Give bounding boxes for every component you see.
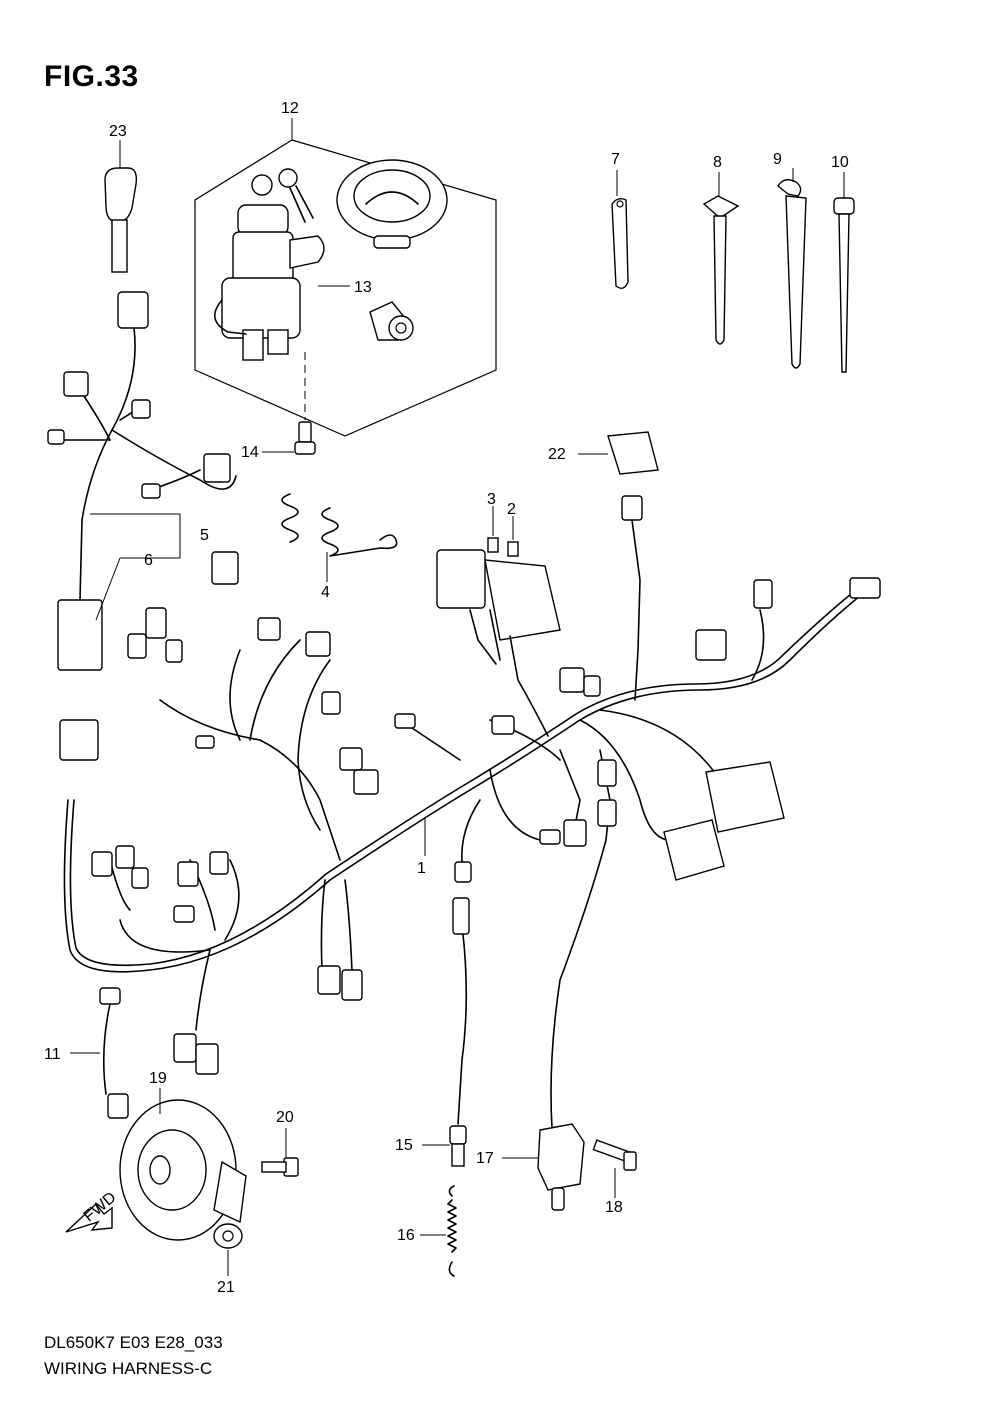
horn bbox=[119, 1099, 247, 1241]
sensor-15 bbox=[449, 933, 468, 1167]
nut-21 bbox=[213, 1223, 243, 1249]
spring-16 bbox=[447, 1185, 457, 1277]
spring-clip bbox=[281, 493, 398, 557]
callout-19: 19 bbox=[149, 1070, 167, 1087]
callout-14: 14 bbox=[241, 444, 259, 461]
callout-13: 13 bbox=[354, 279, 372, 296]
callout-15: 15 bbox=[395, 1137, 413, 1154]
cable-tie-10 bbox=[833, 197, 855, 373]
switch-17 bbox=[537, 1123, 585, 1211]
sub-harness bbox=[47, 291, 237, 671]
callout-16: 16 bbox=[397, 1227, 415, 1244]
cable-tie-8 bbox=[702, 195, 740, 345]
callout-2: 2 bbox=[507, 501, 516, 518]
fuse-3 bbox=[487, 537, 499, 553]
callout-23: 23 bbox=[109, 123, 127, 140]
figure-title: FIG.33 bbox=[44, 60, 139, 93]
clamp-7 bbox=[611, 197, 629, 289]
fuse-box bbox=[436, 549, 561, 737]
fuel-tank-cap bbox=[336, 159, 448, 249]
cable-tie-9 bbox=[777, 179, 807, 369]
callout-8: 8 bbox=[713, 154, 722, 171]
ignition-switch bbox=[214, 168, 325, 361]
connectors bbox=[59, 551, 881, 1075]
relay bbox=[607, 431, 659, 701]
fwd-arrow: FWD bbox=[65, 1189, 120, 1233]
wire-11 bbox=[99, 987, 129, 1119]
main-wiring-harness bbox=[63, 589, 861, 1129]
callout-17: 17 bbox=[476, 1150, 494, 1167]
lock-cylinder bbox=[369, 301, 414, 341]
screw bbox=[294, 421, 316, 455]
callout-4: 4 bbox=[321, 584, 330, 601]
ignition-key bbox=[104, 167, 138, 273]
callout-12: 12 bbox=[281, 100, 299, 117]
callout-3: 3 bbox=[487, 491, 496, 508]
diagram-code: DL650K7 E03 E28_033 bbox=[44, 1333, 223, 1352]
callout-20: 20 bbox=[276, 1109, 294, 1126]
callout-21: 21 bbox=[217, 1279, 235, 1296]
callout-10: 10 bbox=[831, 154, 849, 171]
callout-9: 9 bbox=[773, 151, 782, 168]
ignition-kit-outline bbox=[194, 139, 497, 437]
fuse-2 bbox=[507, 541, 519, 557]
callout-18: 18 bbox=[605, 1199, 623, 1216]
callout-7: 7 bbox=[611, 151, 620, 168]
bolt-20 bbox=[261, 1157, 299, 1177]
callout-22: 22 bbox=[548, 446, 566, 463]
callout-1: 1 bbox=[417, 860, 426, 877]
callout-5: 5 bbox=[200, 527, 209, 544]
callout-11: 11 bbox=[44, 1046, 61, 1063]
screw-18 bbox=[592, 1139, 637, 1171]
diagram-name: WIRING HARNESS-C bbox=[44, 1359, 213, 1378]
callout-6: 6 bbox=[144, 552, 153, 569]
